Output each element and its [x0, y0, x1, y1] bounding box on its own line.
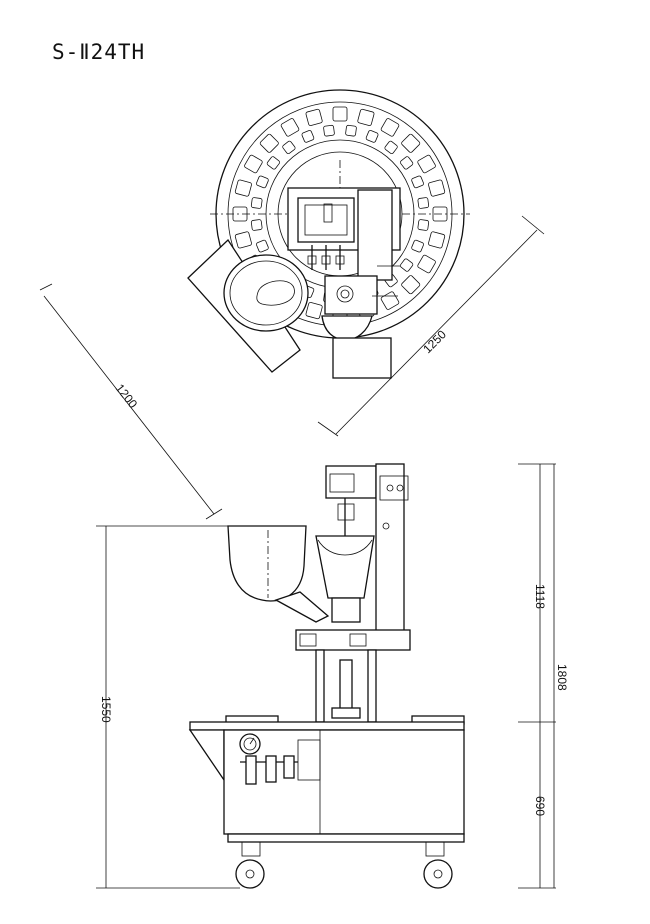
- distribution-plate-fitting-2: [349, 633, 367, 647]
- dim-1118-label: 1118: [533, 584, 547, 609]
- outer-pocket-15: [244, 154, 263, 174]
- side-view: 1118 690 1808 1550: [96, 463, 569, 889]
- center-pin: [323, 203, 333, 223]
- valve-body-2: [321, 255, 331, 265]
- inner-pocket-21: [384, 140, 398, 155]
- inner-pocket-1: [417, 219, 430, 231]
- inner-pocket-24: [417, 197, 430, 209]
- dim-ext-1200-b: [205, 508, 223, 520]
- motor-housing: [324, 275, 378, 315]
- pressure-gauge-needle: [249, 737, 255, 745]
- dim-line-1200: [43, 295, 215, 515]
- center-unit-inner: [304, 204, 348, 236]
- inner-pocket-22: [399, 156, 414, 170]
- hopper-top-outer: [223, 254, 309, 332]
- side-plate-right: [357, 189, 393, 281]
- valve-2-icon: [265, 755, 277, 783]
- outer-pocket-14: [234, 179, 252, 197]
- wheel-right-icon: [423, 859, 453, 889]
- column-bolt-3: [382, 522, 390, 530]
- column-upper-block: [329, 473, 355, 493]
- side-funnel-inner: [317, 539, 373, 556]
- dim-690-label: 690: [533, 796, 547, 816]
- cabinet-base: [227, 833, 465, 843]
- column-bolt-2: [396, 484, 404, 492]
- piston-nut: [337, 503, 355, 521]
- valve-body-3: [335, 255, 345, 265]
- side-funnel: [315, 535, 375, 599]
- caster-mount-left: [241, 841, 261, 857]
- outer-pocket-17: [280, 118, 300, 137]
- chute-right: [332, 337, 392, 379]
- outer-pocket-22: [401, 133, 421, 153]
- cabinet-panel: [297, 739, 321, 781]
- center-shaft: [339, 659, 353, 711]
- dim-ext-1250-a: [317, 421, 339, 437]
- outer-pocket-19: [332, 106, 348, 122]
- outer-pocket-5: [380, 291, 400, 310]
- wheel-left-hub: [245, 869, 255, 879]
- dim-line-1250: [335, 229, 538, 435]
- outer-pocket-12: [234, 231, 252, 249]
- wheel-right-hub: [433, 869, 443, 879]
- dim-1808-label: 1808: [555, 664, 569, 691]
- inner-pocket-17: [301, 130, 315, 143]
- support-post-right: [367, 649, 377, 723]
- motor-shaft-inner: [340, 289, 350, 299]
- caster-mount-right: [425, 841, 445, 857]
- inner-pocket-23: [411, 175, 424, 189]
- drawing-title: S-Ⅱ24TH: [52, 40, 146, 64]
- outer-pocket-21: [380, 118, 400, 137]
- table-top: [189, 721, 465, 731]
- valve-3-icon: [283, 755, 295, 779]
- dim-ext-1200-a: [39, 283, 53, 291]
- column-bracket: [379, 475, 409, 501]
- pressure-gauge-inner: [243, 737, 257, 751]
- dim-1200-label: 1200: [113, 381, 141, 411]
- dim-1250-label: 1250: [420, 327, 449, 356]
- inner-pocket-16: [282, 140, 296, 155]
- distribution-plate-fitting-1: [299, 633, 317, 647]
- motor-shaft-outer: [336, 285, 354, 303]
- wheel-left-icon: [235, 859, 265, 889]
- funnel-top: [321, 315, 373, 341]
- inner-pocket-18: [323, 124, 335, 137]
- column-upper-frame: [325, 465, 377, 499]
- inner-pocket-19: [345, 124, 357, 137]
- inner-pocket-3: [399, 258, 414, 272]
- inner-pocket-14: [256, 175, 269, 189]
- hopper-outlet: [256, 280, 295, 306]
- dim-1550-label: 1550: [99, 696, 113, 723]
- dim-ext-1250-b: [521, 215, 545, 235]
- outer-pocket-2: [428, 231, 446, 249]
- outer-pocket-24: [428, 179, 446, 197]
- side-hopper-bowl: [227, 525, 307, 602]
- inner-pocket-20: [365, 130, 379, 143]
- inner-pocket-12: [250, 219, 263, 231]
- valve-1-icon: [245, 755, 257, 785]
- outer-pocket-23: [417, 154, 436, 174]
- side-hopper-pipe: [274, 591, 330, 623]
- outer-pocket-4: [401, 275, 421, 295]
- outer-pocket-8: [305, 302, 323, 320]
- hopper-top-inner: [229, 260, 303, 326]
- outer-pocket-3: [417, 254, 436, 274]
- outer-pocket-16: [259, 133, 279, 153]
- top-view: 1250 1200: [39, 89, 545, 520]
- valve-body-1: [307, 255, 317, 265]
- side-funnel-neck: [331, 597, 361, 623]
- outer-pocket-20: [357, 108, 375, 126]
- inner-pocket-15: [266, 156, 281, 170]
- inner-pocket-11: [256, 239, 269, 253]
- support-post-left: [315, 649, 325, 723]
- cabinet-side-chute: [188, 729, 225, 783]
- inner-pocket-13: [250, 197, 263, 209]
- center-shaft-foot: [331, 707, 361, 719]
- column-bolt-1: [386, 484, 394, 492]
- distribution-plate: [295, 629, 411, 651]
- outer-pocket-18: [305, 108, 323, 126]
- inner-pocket-2: [411, 239, 424, 253]
